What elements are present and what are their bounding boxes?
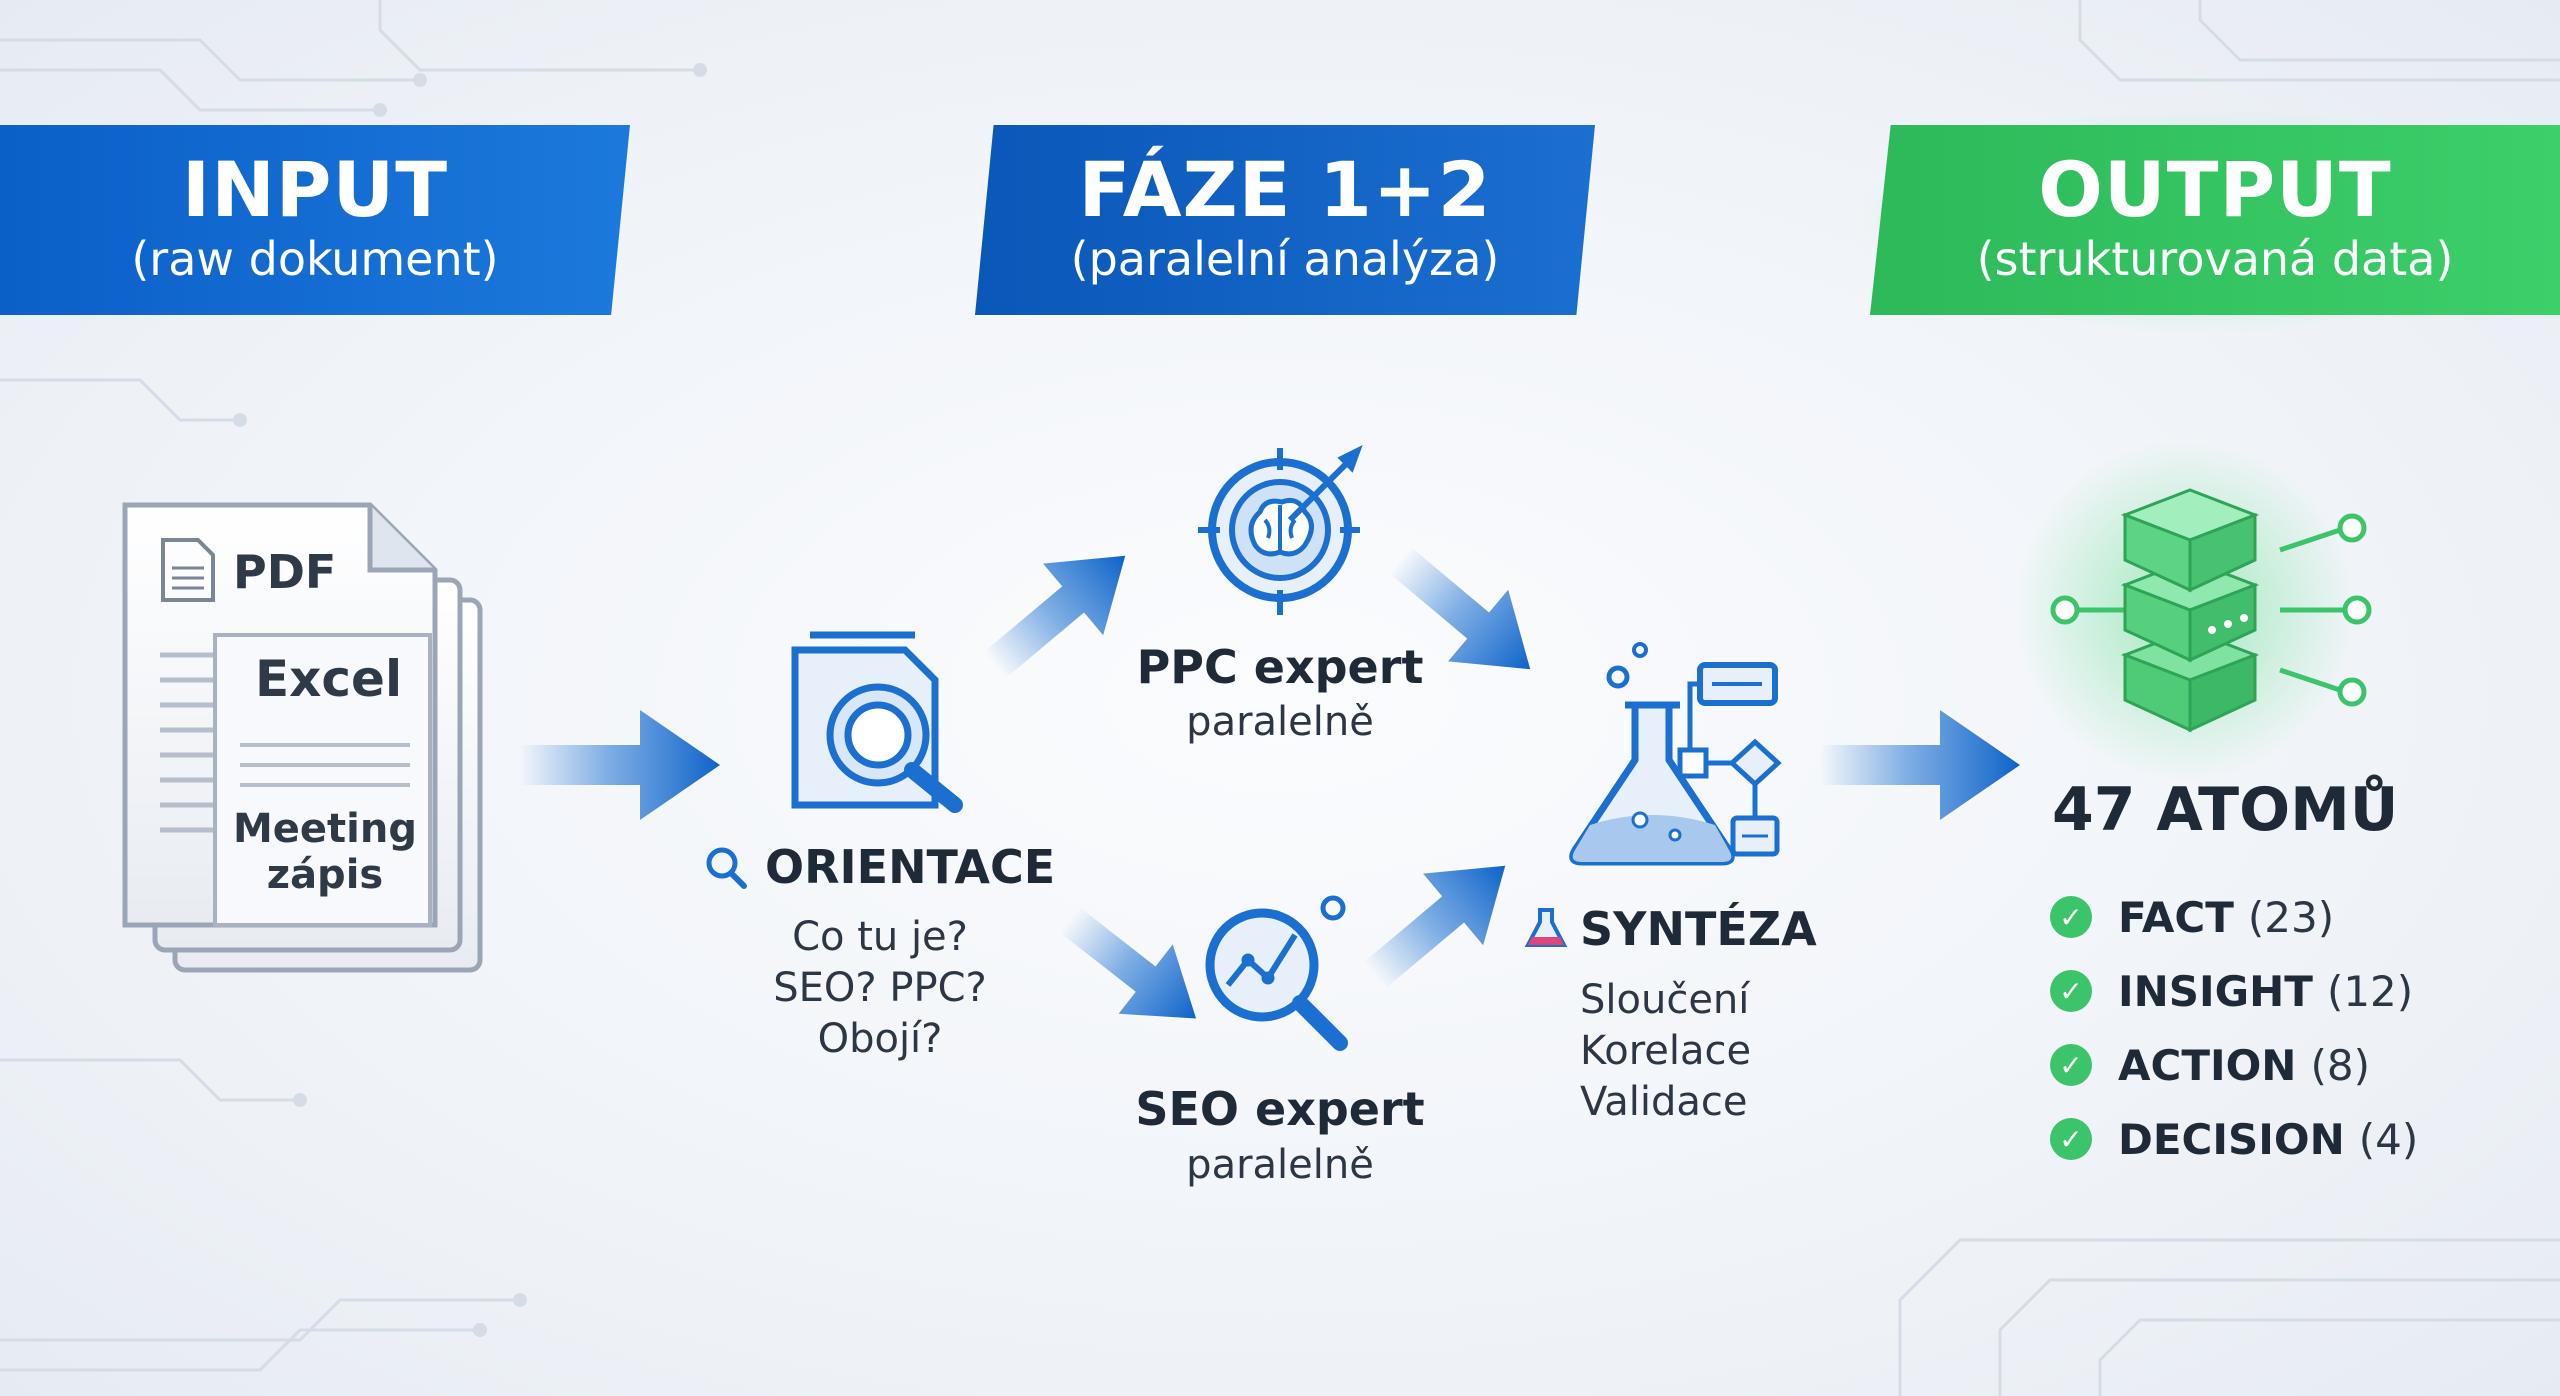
document-icon [161, 538, 215, 602]
doc-label-meeting: Meeting zápis [215, 806, 435, 898]
arrow-input-to-orientace [520, 710, 720, 820]
ppc-title: PPC expert [1136, 640, 1424, 694]
orientace-line: Co tu je? [792, 914, 968, 960]
arrow-synteza-to-output [1820, 710, 2020, 820]
output-item-count: (8) [2310, 1040, 2370, 1090]
output-item-count: (4) [2358, 1114, 2419, 1164]
stage-banner-faze: FÁZE 1+2 (paralelní analýza) [975, 125, 1595, 315]
stage-title-faze: FÁZE 1+2 [1078, 145, 1492, 235]
stage-title-input: INPUT [181, 145, 449, 235]
output-total: 47 ATOMŮ [2052, 775, 2399, 845]
flask-label-icon [1524, 908, 1568, 947]
seo-sub: paralelně [1186, 1142, 1374, 1188]
output-item: ✓ ACTION (8) [2050, 1028, 2418, 1102]
output-item-name: ACTION [2118, 1040, 2297, 1090]
output-item-count: (23) [2247, 892, 2335, 942]
output-item-name: FACT [2118, 892, 2234, 942]
stage-subtitle-input: (raw dokument) [131, 232, 499, 286]
seo-analytics-icon [1205, 895, 1348, 1051]
stage-subtitle-output: (strukturovaná data) [1976, 232, 2454, 286]
orientace-line: SEO? PPC? [773, 965, 987, 1012]
output-item-count: (12) [2326, 966, 2414, 1016]
brain-target-icon [1198, 444, 1363, 615]
check-circle-icon: ✓ [2050, 1118, 2092, 1160]
orientace-lines: Co tu je? SEO? PPC? Obojí? [710, 912, 1050, 1066]
check-circle-icon: ✓ [2050, 896, 2092, 938]
flask-flowchart-icon [1569, 642, 1782, 866]
doc-label-meeting-line1: Meeting [232, 806, 417, 852]
doc-label-meeting-line2: zápis [266, 852, 384, 898]
check-circle-icon: ✓ [2050, 1044, 2092, 1086]
synteza-title: SYNTÉZA [1580, 902, 1817, 956]
synteza-line: Sloučení [1580, 977, 1750, 1023]
synteza-lines: Sloučení Korelace Validace [1580, 975, 1751, 1129]
seo-title: SEO expert [1135, 1082, 1425, 1136]
doc-label-pdf: PDF [233, 545, 337, 599]
document-stack [122, 502, 483, 973]
orientace-title: ORIENTACE [765, 840, 1056, 894]
synteza-line: Korelace [1580, 1028, 1752, 1075]
check-circle-icon: ✓ [2050, 970, 2092, 1012]
output-list: ✓ FACT (23) ✓ INSIGHT (12) ✓ ACTION (8) … [2050, 880, 2418, 1176]
output-item-name: DECISION [2118, 1114, 2345, 1164]
output-item: ✓ DECISION (4) [2050, 1102, 2418, 1176]
magnifier-icon [791, 631, 963, 813]
arrow-seo-to-synteza [1344, 829, 1536, 1011]
stage-banner-input: INPUT (raw dokument) [0, 125, 630, 315]
synteza-line: Validace [1580, 1079, 1748, 1126]
search-label-icon [706, 847, 747, 889]
doc-label-excel: Excel [255, 650, 403, 708]
output-item-name: INSIGHT [2118, 966, 2313, 1016]
stage-banner-output: OUTPUT (strukturovaná data) [1870, 125, 2560, 315]
arrow-orientace-to-seo [1042, 885, 1224, 1054]
ppc-sub: paralelně [1186, 699, 1374, 745]
stage-title-output: OUTPUT [2038, 145, 2392, 235]
stage-subtitle-faze: (paralelní analýza) [1070, 232, 1500, 286]
orientace-line: Obojí? [817, 1016, 943, 1063]
output-item: ✓ FACT (23) [2050, 880, 2418, 954]
output-item: ✓ INSIGHT (12) [2050, 954, 2418, 1028]
database-network-icon [2015, 440, 2372, 780]
